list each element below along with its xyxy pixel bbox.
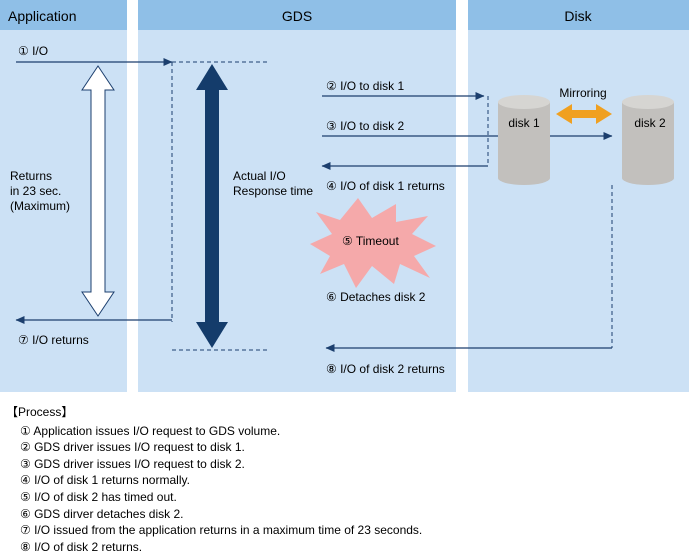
application-header (0, 0, 127, 30)
process-step-1: ① Application issues I/O request to GDS … (20, 423, 281, 438)
gds-column (138, 0, 456, 392)
process-step-2: ② GDS driver issues I/O request to disk … (20, 440, 245, 455)
disk2-label: disk 2 (634, 116, 666, 130)
disk-header (468, 0, 689, 30)
application-header-label: Application (8, 8, 77, 24)
disk2-returns-label: ⑧ I/O of disk 2 returns (326, 362, 445, 376)
response-time-double-arrow (196, 64, 228, 348)
io-to-disk2-label: ③ I/O to disk 2 (326, 119, 404, 133)
actual-io-label: Actual I/O (233, 169, 286, 183)
process-step-7: ⑦ I/O issued from the application return… (20, 523, 423, 538)
disk1-returns-label: ④ I/O of disk 1 returns (326, 179, 445, 193)
disk-header-label: Disk (564, 8, 592, 24)
io-label: ① I/O (18, 44, 48, 58)
process-steps: ① Application issues I/O request to GDS … (6, 423, 686, 556)
disk1-label: disk 1 (508, 116, 540, 130)
returns-23sec-label: in 23 sec. (10, 184, 61, 198)
process-step-4: ④ I/O of disk 1 returns normally. (20, 473, 190, 488)
process-section: 【Process】 ① Application issues I/O reque… (6, 404, 686, 555)
io-to-disk1-label: ② I/O to disk 1 (326, 79, 404, 93)
gds-io-timeout-diagram: Application GDS Disk ① I/O ② I/O to disk… (0, 0, 689, 392)
gds-header-label: GDS (282, 8, 312, 24)
io-returns-label: ⑦ I/O returns (18, 333, 89, 347)
gds-header (138, 0, 456, 30)
response-time-label: Response time (233, 184, 313, 198)
process-step-3: ③ GDS driver issues I/O request to disk … (20, 456, 245, 471)
returns-time-double-arrow (81, 65, 115, 317)
mirroring-label: Mirroring (559, 86, 606, 100)
timeout-burst (310, 198, 436, 288)
application-column (0, 0, 127, 392)
mirroring-double-arrow (556, 104, 612, 124)
returns-maximum-label: (Maximum) (10, 199, 70, 213)
process-step-5: ⑤ I/O of disk 2 has timed out. (20, 489, 177, 504)
disk1-cylinder (498, 95, 550, 185)
returns-label: Returns (10, 169, 52, 183)
disk-column (468, 0, 689, 392)
process-step-8: ⑧ I/O of disk 2 returns. (20, 539, 143, 554)
process-step-6: ⑥ GDS dirver detaches disk 2. (20, 506, 184, 521)
detaches-label: ⑥ Detaches disk 2 (326, 290, 426, 304)
timeout-label: ⑤ Timeout (342, 234, 399, 248)
disk2-cylinder (622, 95, 674, 185)
process-title: 【Process】 (6, 405, 74, 419)
